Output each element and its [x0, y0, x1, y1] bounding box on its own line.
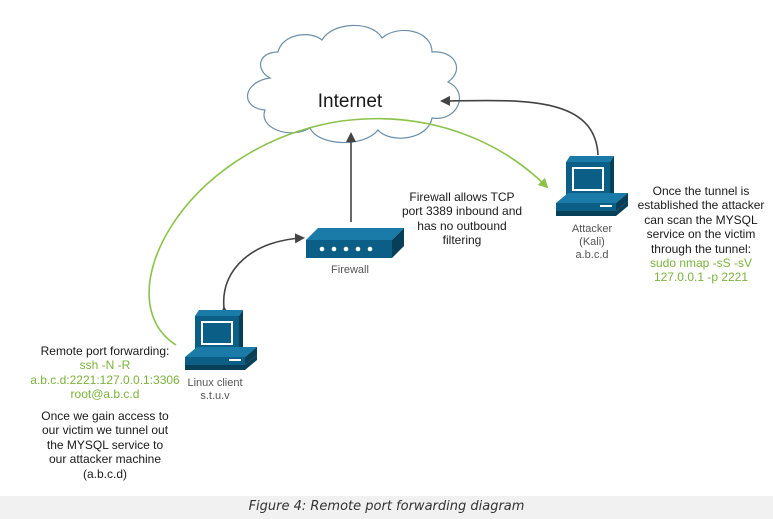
attacker-command-line: sudo nmap -sS -sV — [649, 255, 753, 270]
client-computer-icon — [185, 310, 257, 370]
diagram-area: Internet Firewall Firewall allows TCP po… — [20, 24, 771, 481]
attacker-note: Once the tunnel is established the attac… — [631, 184, 771, 285]
attacker-note-line: established the attacker — [637, 198, 765, 213]
client-command-line: root@a.b.c.d — [70, 387, 140, 402]
tunnel-arc — [148, 117, 549, 346]
attacker-label: Attacker (Kali) a.b.c.d — [552, 223, 632, 263]
attacker-label-line: (Kali) — [579, 236, 605, 249]
client-label-line: s.t.u.v — [200, 390, 230, 403]
client-note-line: our victim we tunnel out — [41, 423, 169, 438]
client-command-line: ssh -N -R — [79, 358, 131, 373]
attacker-note-line: Once the tunnel is — [652, 184, 750, 198]
diagram-canvas — [148, 24, 628, 370]
firewall-note-line: Firewall allows TCP — [409, 190, 515, 204]
firewall-note-line: port 3389 inbound and — [401, 204, 523, 219]
remote-forwarding-block: Remote port forwarding: ssh -N -R a.b.c.… — [20, 344, 190, 402]
firewall-icon — [306, 228, 404, 258]
client-note-line: (a.b.c.d) — [82, 466, 127, 481]
client-firewall-arrow — [219, 233, 305, 317]
attacker-label-line: Attacker — [571, 223, 613, 235]
firewall-note-line: has no outbound — [417, 218, 507, 233]
caption-bar: Figure 4: Remote port forwarding diagram — [0, 496, 773, 519]
attacker-note-line: service on the victim — [646, 227, 756, 242]
internet-label: Internet — [317, 91, 383, 112]
client-note-line: Once we gain access to — [41, 409, 169, 423]
client-note: Once we gain access to our victim we tun… — [20, 409, 190, 481]
figure-caption: Figure 4: Remote port forwarding diagram — [248, 499, 525, 514]
attacker-command-line: 127.0.0.1 -p 2221 — [653, 270, 749, 285]
firewall-label: Firewall — [331, 264, 369, 276]
attacker-label-line: a.b.c.d — [575, 249, 609, 262]
cloud-icon — [246, 24, 460, 144]
remote-forwarding-title: Remote port forwarding: — [40, 344, 170, 358]
attacker-to-internet-arrow — [440, 95, 599, 156]
client-note-line: our attacker machine — [48, 452, 162, 467]
firewall-note: Firewall allows TCP port 3389 inbound an… — [397, 190, 527, 248]
client-note-line: the MYSQL service to — [46, 437, 164, 452]
client-label: Linux client s.t.u.v — [180, 377, 250, 403]
client-command-line: a.b.c.d:2221:127.0.0.1:3306 — [30, 372, 180, 387]
attacker-note-line: through the tunnel: — [650, 241, 752, 256]
attacker-note-line: can scan the MYSQL — [644, 212, 758, 227]
client-label-line: Linux client — [187, 377, 243, 389]
attacker-computer-icon — [556, 156, 628, 216]
firewall-note-line: filtering — [442, 233, 482, 248]
